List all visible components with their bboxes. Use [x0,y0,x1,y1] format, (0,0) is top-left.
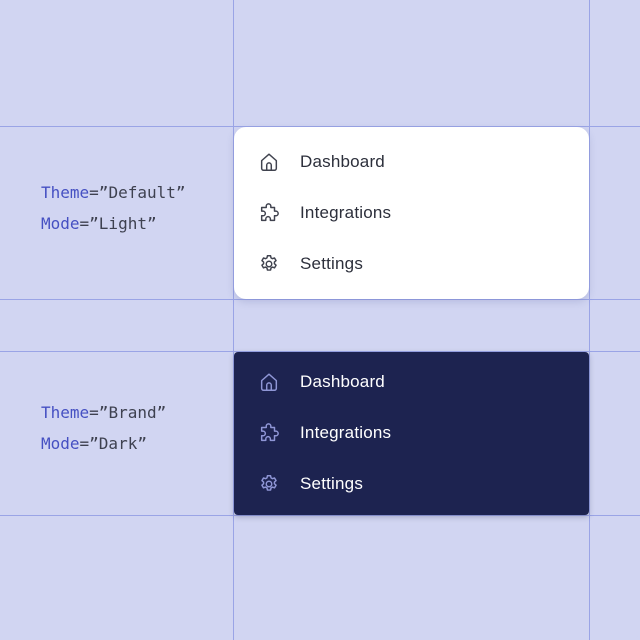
home-icon [257,150,281,174]
menu-dark-brand: Dashboard Integrations Settings [234,352,589,515]
menu-light-default: Dashboard Integrations Settings [234,127,589,299]
grid-line-vertical [589,0,590,640]
menu-item-label: Dashboard [300,152,385,171]
menu-item-integrations[interactable]: Integrations [257,198,391,228]
menu-item-settings[interactable]: Settings [257,249,363,279]
menu-item-settings[interactable]: Settings [257,469,363,499]
menu-item-dashboard[interactable]: Dashboard [257,367,385,397]
theme-property: Theme=”Brand” [41,403,167,422]
menu-item-dashboard[interactable]: Dashboard [257,147,385,177]
theme-property: Theme=”Default” [41,183,186,202]
home-icon [257,370,281,394]
mode-property: Mode=”Light” [41,214,157,233]
menu-item-label: Settings [300,474,364,493]
variant-default-label: Theme=”Default” Mode=”Light” [41,177,186,239]
puzzle-icon [257,421,281,445]
gear-icon [257,472,281,496]
menu-item-integrations[interactable]: Integrations [257,418,391,448]
menu-item-label: Integrations [300,203,392,222]
puzzle-icon [257,201,281,225]
grid-line-horizontal [0,126,640,127]
gear-icon [257,252,281,276]
grid-line-horizontal [0,515,640,516]
menu-item-label: Dashboard [300,372,385,391]
variant-brand-label: Theme=”Brand” Mode=”Dark” [41,397,166,459]
grid-line-horizontal [0,299,640,300]
menu-item-label: Integrations [300,423,392,442]
mode-property: Mode=”Dark” [41,434,147,453]
grid-line-horizontal [0,351,640,352]
menu-item-label: Settings [300,254,364,273]
grid-line-vertical [233,0,234,640]
